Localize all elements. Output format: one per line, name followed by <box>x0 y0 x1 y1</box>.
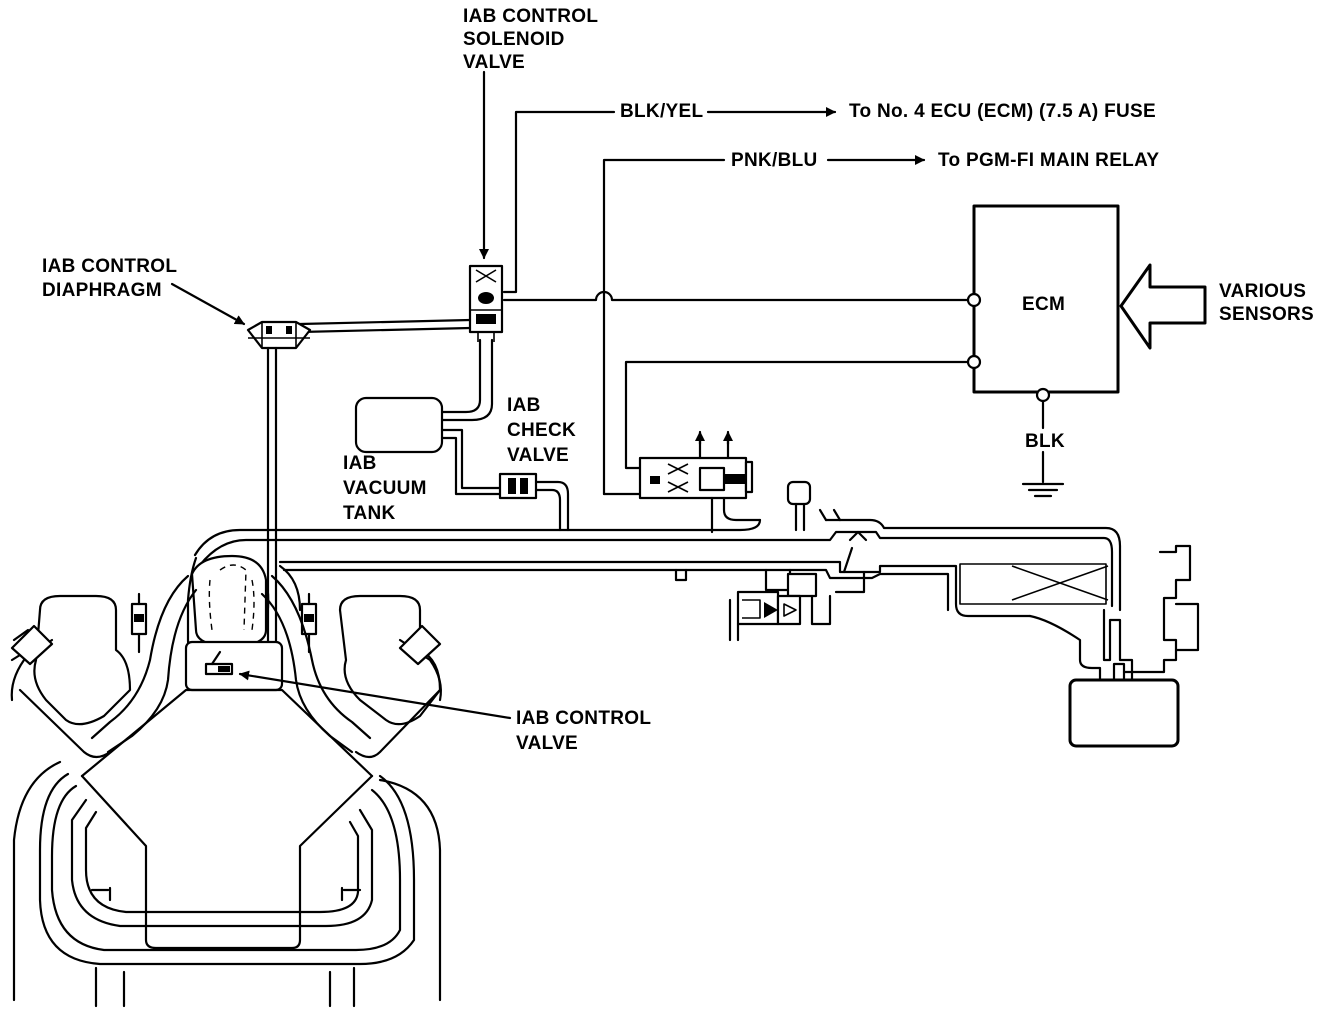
sensors-label: VARIOUS SENSORS <box>1219 281 1314 325</box>
vacuum-tank-label: IAB VACUUM TANK <box>343 453 427 524</box>
throttle-linkage <box>818 508 842 522</box>
vacuum-tank-icon <box>354 396 444 454</box>
iacv-icon <box>728 530 868 642</box>
solenoid-valve-icon <box>468 264 504 342</box>
map-sensor-icon <box>786 480 812 532</box>
ecm-box <box>966 204 1120 403</box>
engine-block <box>10 554 512 1008</box>
solenoid-tank-hose <box>440 338 494 422</box>
injector-left-icon <box>130 592 148 654</box>
tank-label-line2: VACUUM <box>343 478 427 499</box>
solenoid-label-line2: SOLENOID <box>463 29 565 50</box>
diaphragm-label-line1: IAB CONTROL <box>42 256 177 277</box>
check-valve-label: IAB CHECK VALVE <box>507 395 576 466</box>
diaphragm-icon <box>246 320 312 350</box>
sensor-input-arrow-icon <box>1119 263 1207 350</box>
control-valve-pointer <box>238 670 512 720</box>
intake-plenum <box>193 518 1200 748</box>
ecm-label: ECM <box>1022 294 1065 315</box>
wiring <box>502 107 1045 496</box>
diaphragm-label-line2: DIAPHRAGM <box>42 280 162 301</box>
check-label-line2: CHECK <box>507 420 576 441</box>
ground-blk-label: BLK <box>1025 431 1065 452</box>
pnk-blu-wire <box>602 158 726 496</box>
diaphragm-rod <box>266 346 278 682</box>
check-label-line3: VALVE <box>507 445 569 466</box>
fuse-label: To No. 4 ECU (ECM) (7.5 A) FUSE <box>849 101 1156 122</box>
check-valve-icon <box>498 472 538 500</box>
injector-right-icon <box>300 592 318 654</box>
sensors-label-line2: SENSORS <box>1219 304 1314 325</box>
solenoid-label-line1: IAB CONTROL <box>463 6 598 27</box>
solenoid-label-line3: VALVE <box>463 52 525 73</box>
ecm-egr-wire <box>624 360 972 470</box>
check-label-line1: IAB <box>507 395 541 416</box>
ecm-ground-terminal <box>1035 387 1051 403</box>
diaphragm-label: IAB CONTROL DIAPHRAGM <box>42 256 177 301</box>
sensors-label-line1: VARIOUS <box>1219 281 1306 302</box>
control-valve-label-line1: IAB CONTROL <box>516 708 651 729</box>
wire-blk-yel-label: BLK/YEL <box>620 101 703 122</box>
solenoid-diaphragm-hose <box>298 318 472 334</box>
solenoid-ecm-wire <box>502 290 972 302</box>
ecm-terminal-1 <box>966 292 982 308</box>
tank-check-hose <box>440 428 502 496</box>
check-manifold-hose <box>534 480 570 532</box>
solenoid-valve-label: IAB CONTROL SOLENOID VALVE <box>463 6 598 73</box>
tank-label-line3: TANK <box>343 503 396 524</box>
tank-label-line1: IAB <box>343 453 377 474</box>
diaphragm-pointer <box>170 282 246 326</box>
control-valve-label-line2: VALVE <box>516 733 578 754</box>
control-valve-label: IAB CONTROL VALVE <box>516 708 651 754</box>
main-relay-label: To PGM-FI MAIN RELAY <box>938 150 1159 171</box>
wire-pnk-blu-label: PNK/BLU <box>731 150 818 171</box>
ground-icon <box>1021 482 1065 498</box>
blk-yel-wire <box>502 110 616 294</box>
egr-solenoid-icon <box>638 430 762 534</box>
ecm-terminal-2 <box>966 354 982 370</box>
